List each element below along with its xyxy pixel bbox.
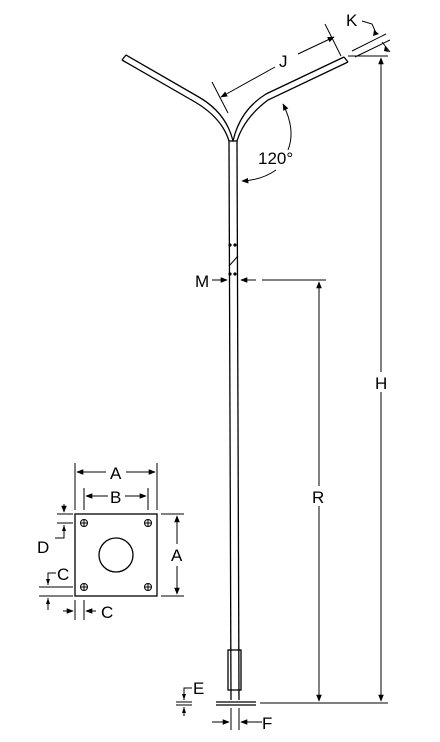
label-a-side: A [171,546,183,565]
dimension-f: F [212,708,272,733]
label-angle: 120° [258,149,293,168]
dimension-j: J [211,23,342,114]
label-k: K [346,11,358,30]
angle-dimension: 120° [241,103,293,184]
label-m: M [195,272,209,291]
pole-access-door [227,649,242,691]
label-j: J [279,52,288,71]
dimension-h: H [260,55,388,704]
label-b: B [110,488,121,507]
label-e: E [193,679,204,698]
pole-shaft [228,140,240,701]
right-arm [232,56,349,142]
label-d: D [37,538,49,557]
pole-base-plate [216,701,256,706]
splice-joint [228,243,239,276]
dimension-e: E [176,679,204,716]
bolt-hole-bottom-left [80,583,88,591]
label-f: F [262,714,272,733]
dimension-m: M [195,272,256,291]
label-c-bottom: C [101,603,113,622]
label-a-top: A [110,464,122,483]
dimension-k: K [346,11,391,58]
bolt-hole-top-right [144,519,152,527]
left-arm [121,54,234,142]
label-h: H [375,374,387,393]
label-c-left: C [57,565,69,584]
base-plate-detail: A B A D C C [37,463,184,622]
bolt-hole-top-left [80,519,88,527]
bolt-hole-bottom-right [144,583,152,591]
label-r: R [312,488,324,507]
dimension-r: R [262,279,326,702]
